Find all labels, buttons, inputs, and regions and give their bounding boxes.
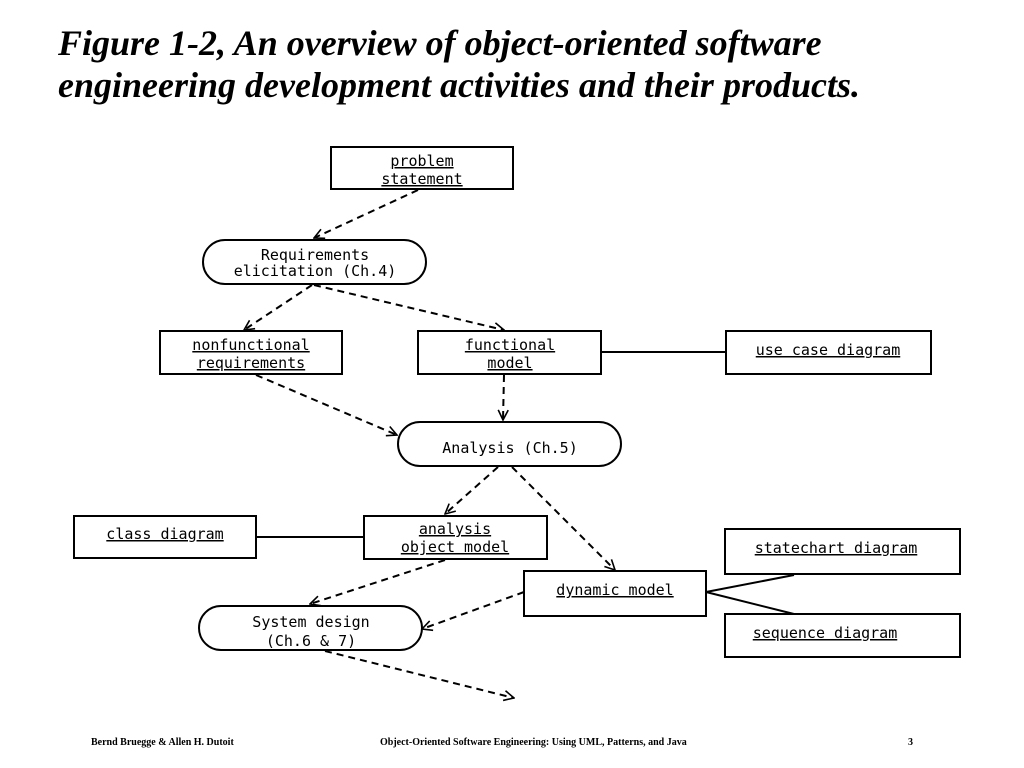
class-diagram-label: class diagram [106, 525, 223, 543]
nonfunctional-requirements-box [159, 330, 343, 375]
footer-authors: Bernd Bruegge & Allen H. Dutoit [91, 737, 234, 748]
arrow-requirements-to-nonfunctional [244, 284, 313, 330]
functional-model-label-1: functional [465, 336, 555, 354]
slide-title-line-1: Figure 1-2, An overview of object-orient… [58, 23, 822, 63]
sequence-diagram-box [724, 613, 961, 658]
statechart-diagram-box [724, 528, 961, 575]
dynamic-model-label: dynamic model [556, 581, 673, 599]
system-design-label-1: System design [252, 613, 369, 631]
link-dynamic-to-statechart [705, 574, 795, 593]
problem-statement-box [330, 146, 514, 190]
slide-title: Figure 1-2, An overview of object-orient… [58, 22, 1008, 106]
requirements-elicitation-label-1: Requirements [261, 246, 369, 264]
analysis-label: Analysis (Ch.5) [442, 439, 577, 457]
analysis-object-model-box [363, 515, 548, 560]
class-diagram-box [73, 515, 257, 559]
analysis-object-model-label-1: analysis [419, 520, 491, 538]
nonfunctional-requirements-label-2: requirements [197, 354, 305, 372]
system-design-box [198, 605, 423, 651]
arrow-analysis-to-dynamic-model [511, 466, 615, 570]
footer-book-title: Object-Oriented Software Engineering: Us… [380, 737, 687, 748]
use-case-diagram-box [725, 330, 932, 375]
arrow-functional-to-analysis [503, 374, 504, 420]
analysis-box [397, 421, 622, 467]
sequence-diagram-label: sequence diagram [753, 624, 898, 642]
arrow-requirements-to-functional [313, 284, 504, 330]
arrow-problem-to-requirements [314, 189, 419, 238]
footer-page-number: 3 [908, 737, 913, 748]
functional-model-label-2: model [487, 354, 532, 372]
functional-model-box [417, 330, 602, 375]
requirements-elicitation-box [202, 239, 427, 285]
arrow-system-design-onward [324, 650, 514, 698]
statechart-diagram-label: statechart diagram [755, 539, 918, 557]
analysis-object-model-label-2: object model [401, 538, 509, 556]
arrow-object-model-to-system-design [310, 559, 446, 604]
system-design-label-2: (Ch.6 & 7) [266, 632, 356, 650]
problem-statement-label-1: problem [390, 152, 453, 170]
arrow-dynamic-model-to-system-design [422, 591, 525, 629]
problem-statement-label-2: statement [381, 170, 462, 188]
slide-title-line-2: engineering development activities and t… [58, 65, 860, 105]
arrow-nonfunctional-to-analysis [255, 374, 397, 435]
arrow-analysis-to-object-model [445, 466, 499, 514]
link-dynamic-to-sequence [705, 591, 795, 615]
nonfunctional-requirements-label-1: nonfunctional [192, 336, 309, 354]
use-case-diagram-label: use case diagram [756, 341, 901, 359]
dynamic-model-box [523, 570, 707, 617]
requirements-elicitation-label-2: elicitation (Ch.4) [234, 262, 397, 280]
